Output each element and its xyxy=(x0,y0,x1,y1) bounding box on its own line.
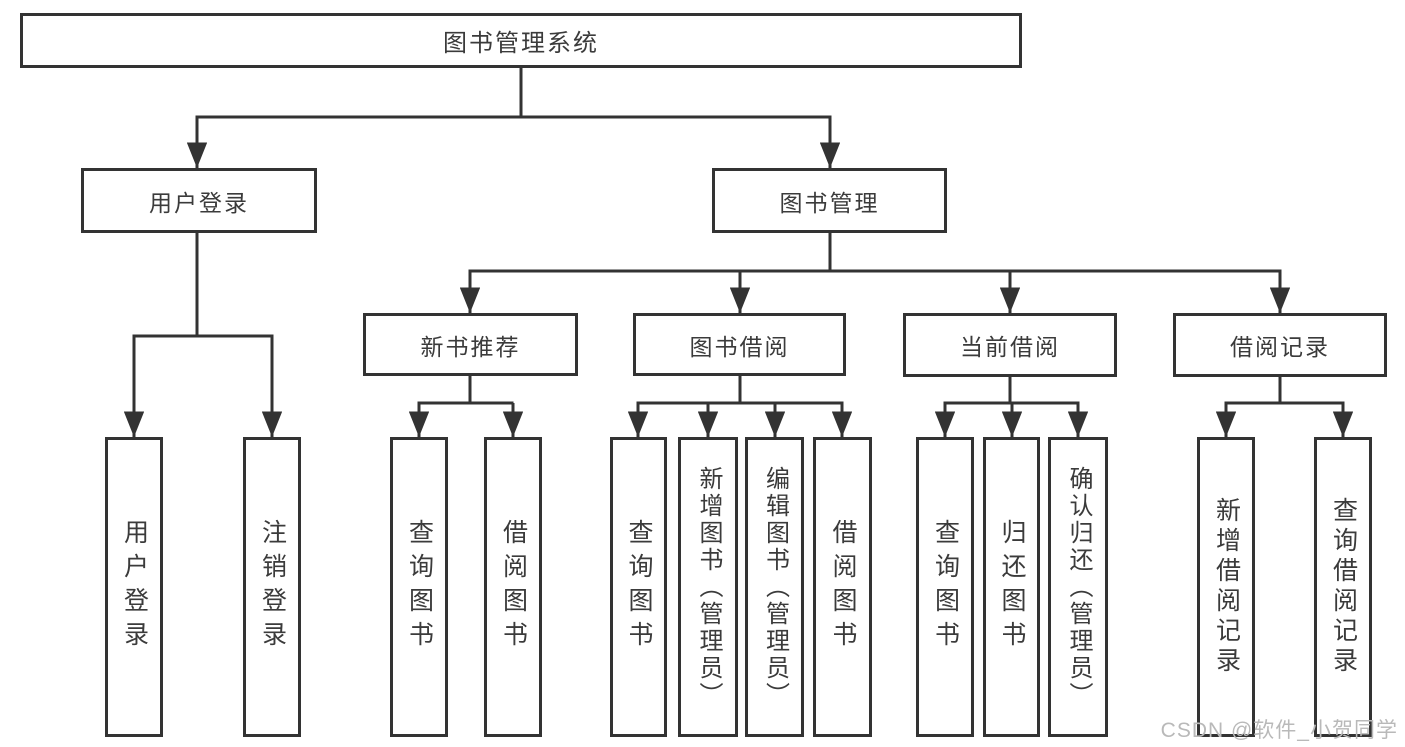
leaf-user-login: 用户登录 xyxy=(105,437,163,737)
node-book-management-label: 图书管理 xyxy=(779,189,880,216)
leaf-edit-book-admin: 编辑图书（管理员） xyxy=(745,437,804,737)
node-current-borrowing-label: 当前借阅 xyxy=(960,334,1060,360)
node-user-login-label: 用户登录 xyxy=(149,189,249,216)
node-book-borrowing: 图书借阅 xyxy=(633,313,846,376)
leaf-borrow-books-2-label: 借阅图书 xyxy=(829,519,857,655)
node-borrowing-records-label: 借阅记录 xyxy=(1230,334,1330,360)
watermark-text: CSDN @软件_小贺同学 xyxy=(1160,719,1398,742)
node-root: 图书管理系统 xyxy=(20,13,1022,68)
node-current-borrowing: 当前借阅 xyxy=(903,313,1117,377)
node-user-login: 用户登录 xyxy=(81,168,317,233)
leaf-borrow-books-1: 借阅图书 xyxy=(484,437,542,737)
leaf-search-books-3: 查询图书 xyxy=(916,437,974,737)
leaf-logout-label: 注销登录 xyxy=(258,519,287,655)
node-borrowing-records: 借阅记录 xyxy=(1173,313,1387,377)
leaf-add-borrow-record: 新增借阅记录 xyxy=(1197,437,1255,737)
node-book-borrowing-label: 图书借阅 xyxy=(689,333,790,360)
leaf-add-borrow-record-label: 新增借阅记录 xyxy=(1212,497,1241,677)
leaf-confirm-return-admin-label: 确认归还（管理员） xyxy=(1065,465,1092,709)
leaf-user-login-label: 用户登录 xyxy=(120,519,149,655)
leaf-return-book: 归还图书 xyxy=(983,437,1040,737)
leaf-search-books-2: 查询图书 xyxy=(610,437,667,737)
leaf-search-borrow-record-label: 查询借阅记录 xyxy=(1329,497,1358,677)
leaf-add-book-admin: 新增图书（管理员） xyxy=(678,437,738,737)
leaf-confirm-return-admin: 确认归还（管理员） xyxy=(1048,437,1108,737)
leaf-search-books-1: 查询图书 xyxy=(390,437,448,737)
node-new-book-recommendation-label: 新书推荐 xyxy=(420,333,521,360)
node-root-label: 图书管理系统 xyxy=(443,30,599,57)
leaf-logout: 注销登录 xyxy=(243,437,301,737)
leaf-add-book-admin-label: 新增图书（管理员） xyxy=(695,465,722,709)
leaf-borrow-books-2: 借阅图书 xyxy=(813,437,872,737)
node-book-management: 图书管理 xyxy=(712,168,947,233)
node-new-book-recommendation: 新书推荐 xyxy=(363,313,578,376)
leaf-borrow-books-1-label: 借阅图书 xyxy=(499,519,528,655)
leaf-search-borrow-record: 查询借阅记录 xyxy=(1314,437,1372,737)
leaf-search-books-3-label: 查询图书 xyxy=(931,519,960,655)
leaf-search-books-2-label: 查询图书 xyxy=(625,519,653,655)
leaf-return-book-label: 归还图书 xyxy=(998,519,1026,655)
leaf-search-books-1-label: 查询图书 xyxy=(405,519,434,655)
leaf-edit-book-admin-label: 编辑图书（管理员） xyxy=(761,465,789,709)
